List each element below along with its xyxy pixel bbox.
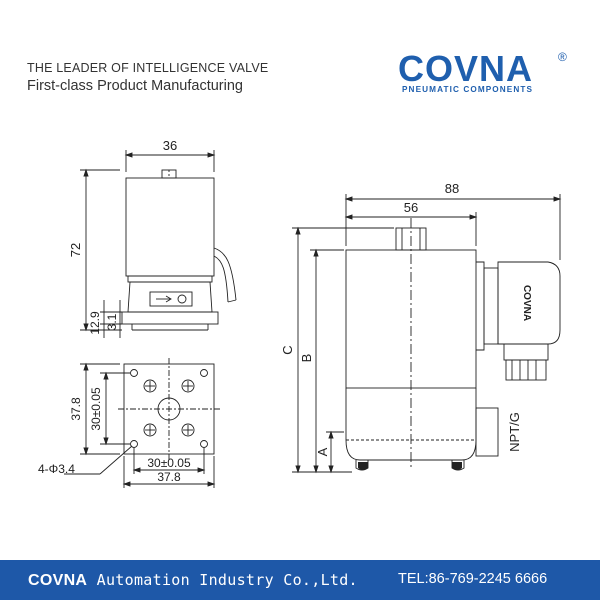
dim-88: 88 xyxy=(445,181,459,196)
brand-logo: COVNA ® PNEUMATIC COMPONENTS xyxy=(398,48,568,98)
brand-name: COVNA xyxy=(398,48,534,89)
mount-view xyxy=(64,358,220,488)
dim-12-9: 12.9 xyxy=(88,311,102,335)
screw-icon xyxy=(143,379,195,437)
header-subtitle: First-class Product Manufacturing xyxy=(27,78,243,94)
coil-brand-label: COVNA xyxy=(521,285,532,321)
technical-drawing: 36 72 12.9 3.1 37.8 30±0.05 30±0.05 37.8… xyxy=(38,138,562,488)
port-label: NPT/G xyxy=(507,412,522,452)
brand-subtitle: PNEUMATIC COMPONENTS xyxy=(402,85,534,94)
footer-tel: TEL:86-769-2245 6666 xyxy=(398,571,548,587)
dim-b: B xyxy=(299,354,314,363)
dim-56: 56 xyxy=(404,200,418,215)
footer-bar: COVNA Automation Industry Co.,Ltd. TEL:8… xyxy=(0,560,600,600)
side-view xyxy=(80,150,237,338)
dim-c: C xyxy=(280,345,295,354)
header-tagline: THE LEADER OF INTELLIGENCE VALVE xyxy=(27,61,269,75)
dim-a: A xyxy=(315,447,330,456)
dim-37-8-v: 37.8 xyxy=(69,397,83,421)
footer-company-brand: COVNA xyxy=(28,572,88,589)
screw-head-right xyxy=(358,462,462,470)
footer-company: COVNA Automation Industry Co.,Ltd. xyxy=(28,571,358,590)
dim-30-v: 30±0.05 xyxy=(89,387,103,431)
dim-36: 36 xyxy=(163,138,177,153)
footer-company-rest: Automation Industry Co.,Ltd. xyxy=(96,571,358,589)
dim-37-8-h: 37.8 xyxy=(157,470,181,484)
dim-72: 72 xyxy=(68,243,83,257)
registered-mark: ® xyxy=(558,50,567,64)
dim-holes: 4-Φ3.4 xyxy=(38,462,75,476)
front-view xyxy=(292,194,562,474)
dim-3-1: 3.1 xyxy=(105,313,119,330)
dim-30-h: 30±0.05 xyxy=(147,456,191,470)
